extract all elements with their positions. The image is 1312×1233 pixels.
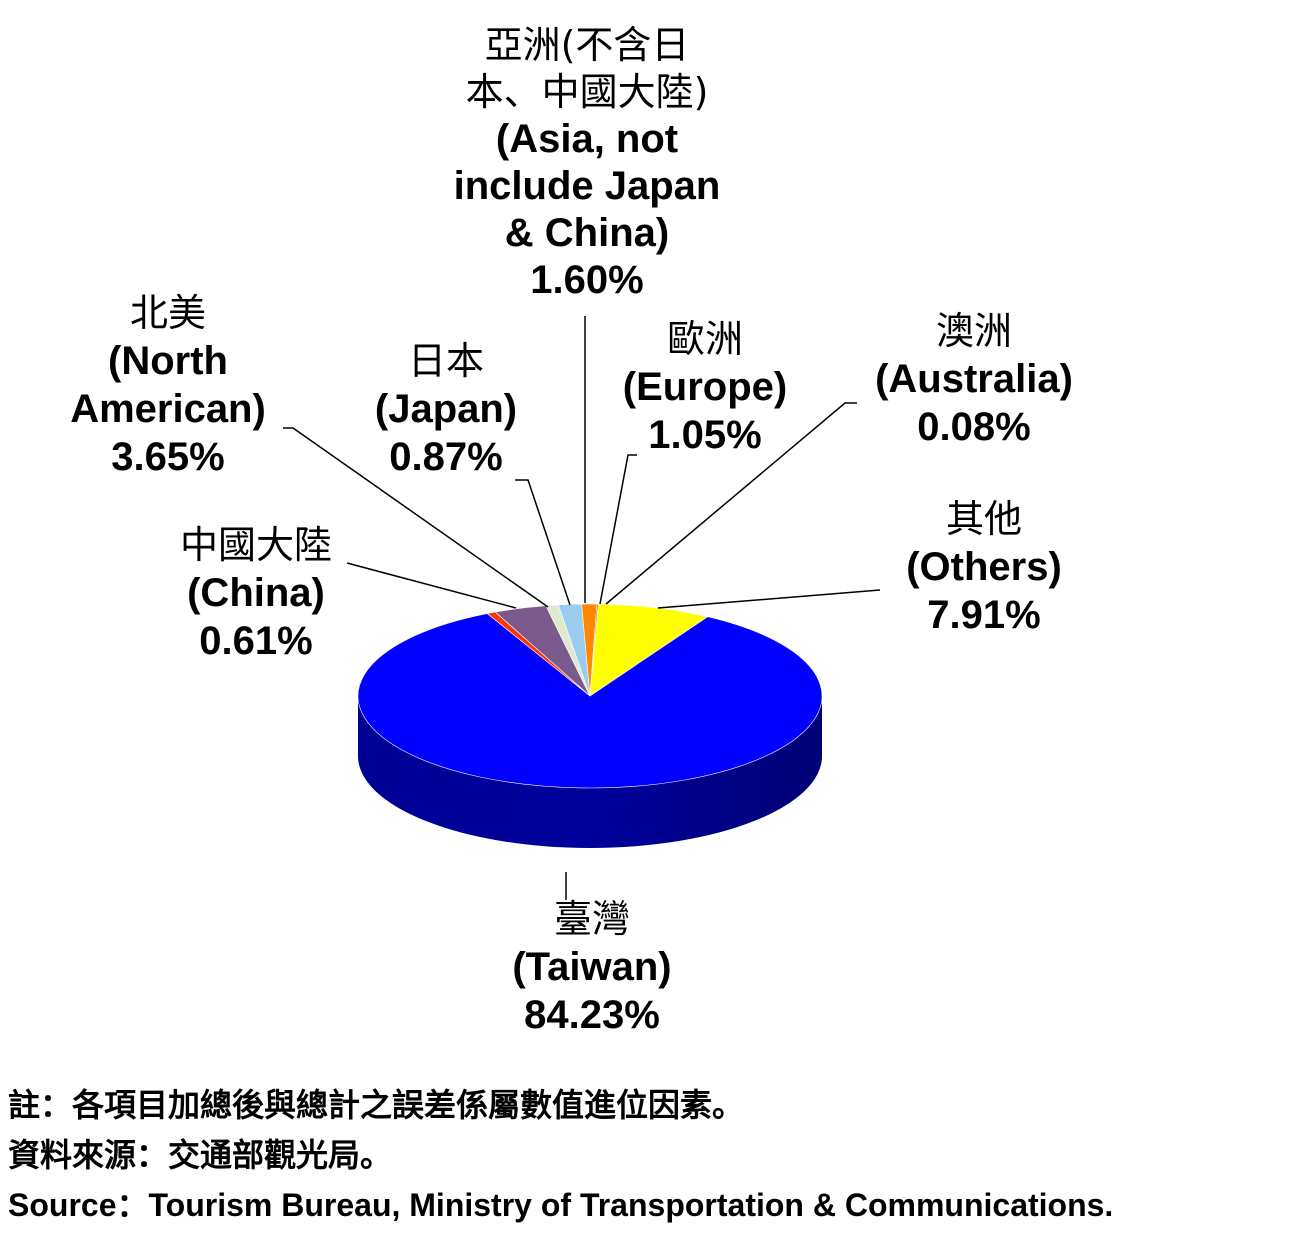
label-north-america-line-2: American) — [70, 387, 266, 431]
pie-slice-australia — [589, 603, 599, 697]
source-zh: 資料來源：交通部觀光局。 — [8, 1136, 393, 1174]
leader-line-north-america — [283, 427, 549, 608]
label-europe-line-0: 歐洲 — [667, 317, 743, 361]
pie-slice-others — [589, 603, 709, 697]
label-china: 中國大陸(China)0.61% — [180, 523, 332, 663]
label-others: 其他(Others)7.91% — [906, 497, 1062, 637]
label-north-america-line-3: 3.65% — [111, 435, 224, 479]
slice-labels: 其他(Others)7.91% 臺灣(Taiwan)84.23% 中國大陸(Chin… — [70, 23, 1073, 1037]
rounding-note: 註：各項目加總後與總計之誤差係屬數值進位因素。 — [8, 1086, 745, 1124]
leader-line-europe — [599, 454, 637, 605]
label-asia-line-0: 亞洲(不含日 — [485, 23, 690, 67]
label-japan-line-1: (Japan) — [375, 387, 517, 431]
label-taiwan-line-2: 84.23% — [524, 993, 660, 1037]
label-taiwan-line-0: 臺灣 — [554, 897, 630, 941]
label-others-line-1: (Others) — [906, 545, 1062, 589]
label-china-line-2: 0.61% — [199, 619, 312, 663]
label-japan-line-0: 日本 — [408, 339, 484, 383]
label-asia-line-5: 1.60% — [530, 258, 643, 302]
label-taiwan-line-1: (Taiwan) — [512, 945, 671, 989]
label-asia-line-1: 本、中國大陸) — [466, 70, 709, 114]
label-europe: 歐洲(Europe)1.05% — [623, 317, 787, 457]
leader-lines — [283, 316, 881, 900]
label-europe-line-1: (Europe) — [623, 365, 787, 409]
leader-line-others — [657, 589, 881, 609]
pie-side-shade-taiwan — [358, 696, 822, 848]
label-taiwan: 臺灣(Taiwan)84.23% — [512, 897, 671, 1037]
footnotes: 註：各項目加總後與總計之誤差係屬數值進位因素。 資料來源：交通部觀光局。 Sou… — [8, 1080, 1113, 1230]
label-china-line-0: 中國大陸 — [180, 523, 332, 567]
label-asia-line-2: (Asia, not — [496, 117, 678, 161]
leader-line-japan — [515, 479, 571, 606]
label-north-america-line-1: (North — [108, 339, 228, 383]
pie-chart: 其他(Others)7.91% 臺灣(Taiwan)84.23% 中國大陸(Chin… — [70, 23, 1073, 1037]
label-north-america-line-0: 北美 — [130, 291, 206, 335]
label-asia-line-4: & China) — [505, 211, 669, 255]
label-japan: 日本(Japan)0.87% — [375, 339, 517, 479]
label-others-line-0: 其他 — [946, 497, 1022, 541]
pie-sides — [358, 696, 822, 848]
label-australia-line-1: (Australia) — [875, 357, 1073, 401]
pie-top — [357, 603, 823, 789]
label-japan-line-2: 0.87% — [389, 435, 502, 479]
label-asia-line-3: include Japan — [454, 164, 721, 208]
label-china-line-1: (China) — [187, 571, 325, 615]
label-australia-line-2: 0.08% — [917, 405, 1030, 449]
label-others-line-2: 7.91% — [927, 593, 1040, 637]
leader-line-australia — [605, 402, 857, 605]
leader-line-china — [346, 562, 517, 609]
label-europe-line-2: 1.05% — [648, 413, 761, 457]
label-australia-line-0: 澳洲 — [936, 309, 1012, 353]
source-en: Source：Tourism Bureau, Ministry of Trans… — [8, 1187, 1114, 1223]
pie-slice-taiwan — [357, 613, 823, 789]
label-australia: 澳洲(Australia)0.08% — [875, 309, 1073, 449]
